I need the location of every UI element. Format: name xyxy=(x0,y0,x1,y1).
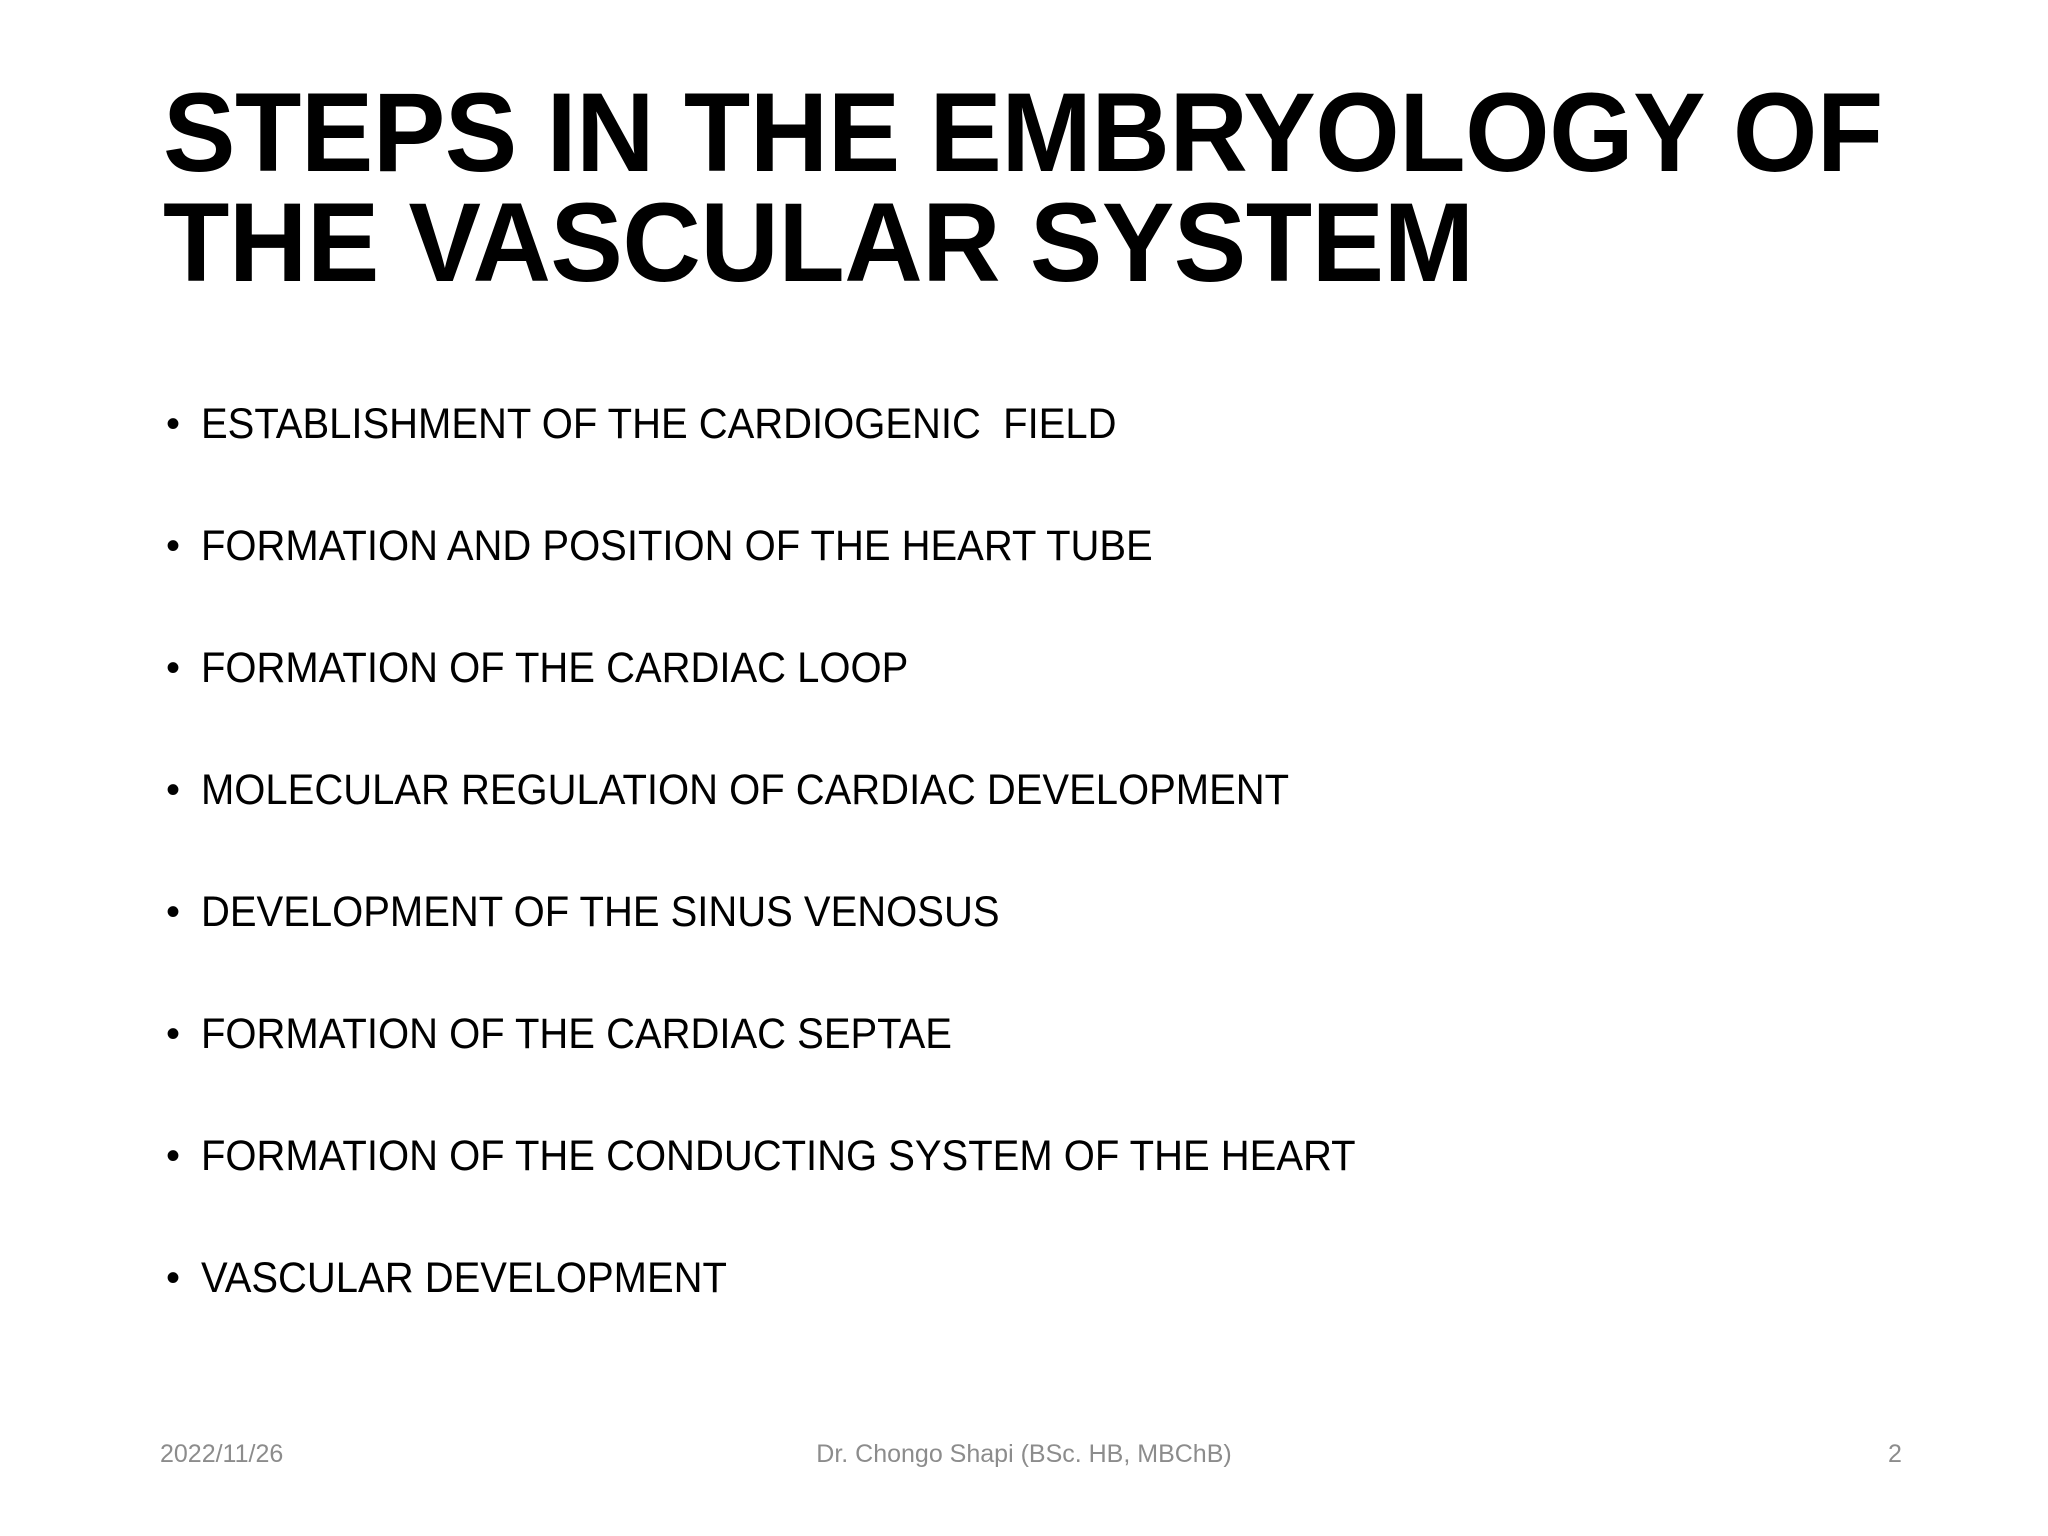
bullet-point-icon: • xyxy=(166,1256,181,1300)
bullet-point-icon: • xyxy=(166,890,181,934)
bullet-point-icon: • xyxy=(166,402,181,446)
list-item: • VASCULAR DEVELOPMENT xyxy=(163,1252,1943,1374)
bullet-item-label: DEVELOPMENT OF THE SINUS VENOSUS xyxy=(201,888,1000,936)
list-item: • FORMATION OF THE CARDIAC LOOP xyxy=(163,642,1943,764)
slide-title-line-2: THE VASCULAR SYSTEM xyxy=(163,180,1474,305)
bullet-point-icon: • xyxy=(166,1134,181,1178)
bullet-point-icon: • xyxy=(166,646,181,690)
slide-title: STEPS IN THE EMBRYOLOGY OF THE VASCULAR … xyxy=(163,70,1923,305)
list-item: • FORMATION AND POSITION OF THE HEART TU… xyxy=(163,520,1943,642)
bullet-item-label: MOLECULAR REGULATION OF CARDIAC DEVELOPM… xyxy=(201,766,1290,814)
list-item: • FORMATION OF THE CONDUCTING SYSTEM OF … xyxy=(163,1130,1943,1252)
list-item: • FORMATION OF THE CARDIAC SEPTAE xyxy=(163,1008,1943,1130)
bullet-item-label: VASCULAR DEVELOPMENT xyxy=(201,1254,727,1302)
bullet-point-icon: • xyxy=(166,524,181,568)
footer-date: 2022/11/26 xyxy=(160,1440,284,1468)
slide-title-line-1: STEPS IN THE EMBRYOLOGY OF xyxy=(163,70,1883,195)
slide-footer: 2022/11/26 Dr. Chongo Shapi (BSc. HB, MB… xyxy=(0,1432,2048,1482)
bullet-point-icon: • xyxy=(166,1012,181,1056)
footer-author: Dr. Chongo Shapi (BSc. HB, MBChB) xyxy=(816,1440,1232,1468)
bullet-item-label: FORMATION OF THE CARDIAC SEPTAE xyxy=(201,1010,952,1058)
bullet-item-label: ESTABLISHMENT OF THE CARDIOGENIC FIELD xyxy=(201,400,1117,448)
bullet-item-label: FORMATION OF THE CARDIAC LOOP xyxy=(201,644,909,692)
bullet-item-label: FORMATION AND POSITION OF THE HEART TUBE xyxy=(201,522,1153,570)
footer-page-number: 2 xyxy=(1888,1440,1902,1468)
bullet-item-label: FORMATION OF THE CONDUCTING SYSTEM OF TH… xyxy=(201,1132,1356,1180)
list-item: • ESTABLISHMENT OF THE CARDIOGENIC FIELD xyxy=(163,398,1943,520)
list-item: • MOLECULAR REGULATION OF CARDIAC DEVELO… xyxy=(163,764,1943,886)
bullet-list: • ESTABLISHMENT OF THE CARDIOGENIC FIELD… xyxy=(163,398,1943,1374)
list-item: • DEVELOPMENT OF THE SINUS VENOSUS xyxy=(163,886,1943,1008)
bullet-point-icon: • xyxy=(166,768,181,812)
